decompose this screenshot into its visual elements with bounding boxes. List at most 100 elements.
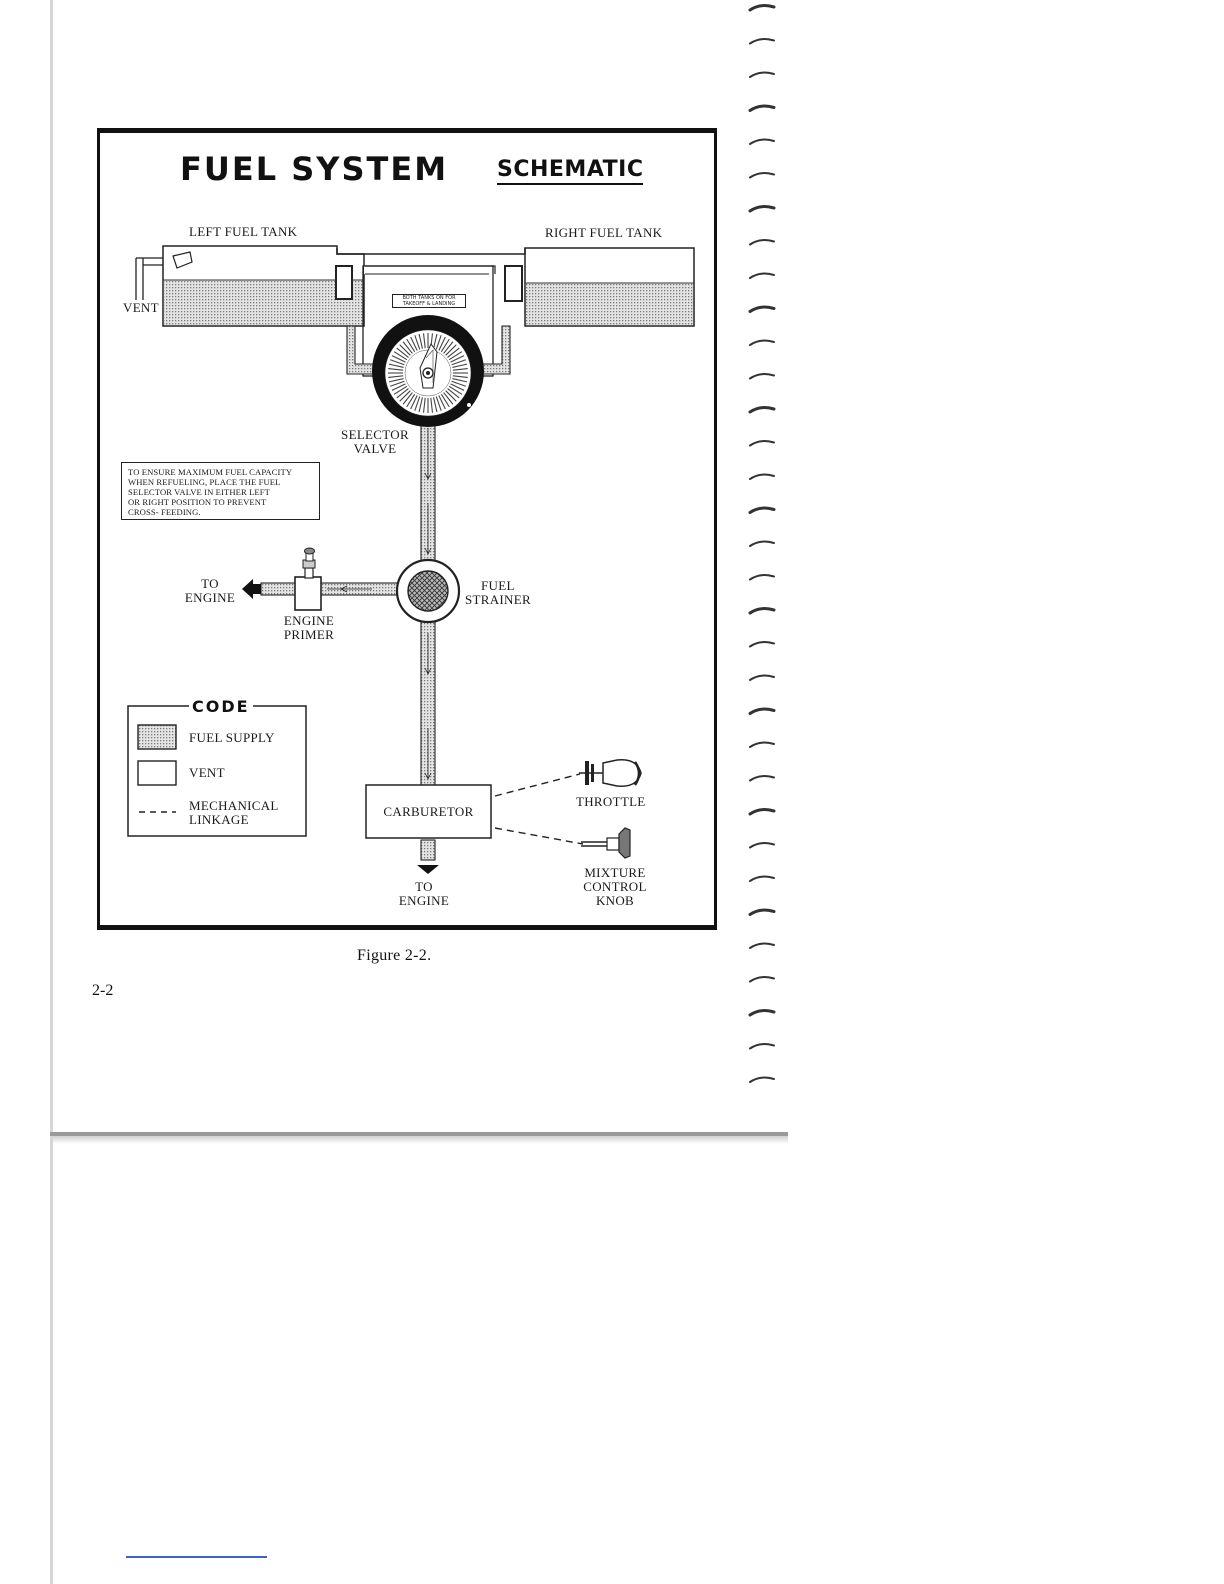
dial-tick	[443, 392, 454, 405]
mixture-knob-label-2: CONTROL	[583, 879, 647, 894]
binding-ring	[749, 138, 775, 145]
selector-valve-label-2: VALVE	[353, 441, 397, 456]
dial-tick	[402, 392, 413, 405]
binding-ring	[749, 674, 775, 681]
binding-ring	[749, 339, 775, 346]
fuel-strainer-label: FUEL STRAINER	[465, 579, 531, 607]
binding-ring	[748, 205, 776, 213]
dial-tick	[440, 338, 450, 353]
left-sump-box	[335, 265, 353, 300]
dial-tick	[402, 341, 413, 354]
vent-label: VENT	[123, 300, 159, 315]
dial-tick	[448, 385, 463, 395]
binding-ring	[749, 574, 775, 581]
left-tank-label: LEFT FUEL TANK	[189, 224, 298, 239]
dial-tick	[438, 395, 446, 410]
engine-primer	[294, 547, 322, 611]
spiral-binding	[748, 4, 776, 1083]
dial-tick	[422, 333, 426, 349]
binding-ring	[749, 1076, 775, 1083]
page-fold-shadow	[53, 1136, 788, 1144]
legend-linkage-label-1: MECHANICAL	[189, 798, 279, 813]
dial-tick	[388, 363, 404, 368]
mixture-knob-label: MIXTURE CONTROL KNOB	[575, 866, 655, 908]
dial-tick	[414, 396, 421, 411]
note-line-2: WHEN REFUELING, PLACE THE FUEL	[128, 477, 281, 487]
engine-primer-label-1: ENGINE	[283, 613, 335, 628]
to-engine-arrow-left-stem	[253, 584, 261, 594]
binding-ring	[749, 741, 775, 748]
dial-tick	[445, 390, 457, 402]
binding-ring	[749, 775, 775, 782]
dial-tick	[391, 355, 406, 363]
binding-ring	[748, 406, 776, 414]
binding-ring	[748, 1009, 776, 1017]
selector-valve-label: SELECTOR VALVE	[332, 428, 418, 456]
engine-primer-label: ENGINE PRIMER	[276, 614, 342, 642]
dial-tick	[418, 397, 423, 413]
vent-pipe	[135, 251, 193, 300]
legend-vent-label: VENT	[189, 765, 225, 780]
carburetor-label: CARBURETOR	[383, 804, 474, 819]
selector-valve	[372, 315, 484, 427]
code-legend	[127, 705, 307, 837]
dial-tick	[450, 355, 465, 363]
dial-tick	[388, 367, 404, 371]
binding-ring	[749, 942, 775, 949]
mechanical-linkage	[494, 773, 584, 845]
selector-valve-label-1: SELECTOR	[341, 427, 409, 442]
to-engine-left-label-1: TO	[201, 576, 219, 591]
mixture-knob-label-1: MIXTURE	[584, 865, 646, 880]
binding-ring	[748, 506, 776, 514]
binding-ring	[748, 607, 776, 615]
binding-ring	[749, 1043, 775, 1050]
dial-tick	[445, 344, 457, 356]
engine-primer-label-2: PRIMER	[283, 627, 335, 642]
dial-tick	[451, 359, 466, 366]
binding-ring	[749, 272, 775, 279]
primer-line	[260, 582, 402, 596]
to-engine-arrow-bottom	[417, 865, 439, 874]
carburetor-box	[365, 784, 492, 839]
legend-linkage-label-2: LINKAGE	[189, 812, 249, 827]
dial-tick	[393, 385, 408, 395]
selector-placard: BOTH TANKS ON FOR TAKEOFF & LANDING	[392, 294, 466, 308]
right-sump-box	[504, 265, 523, 302]
mixture-knob-label-3: KNOB	[595, 893, 635, 908]
fuel-system-diagram	[127, 245, 695, 874]
dial-tick	[390, 380, 405, 387]
code-legend-title: CODE	[189, 697, 253, 716]
dial-tick	[414, 335, 421, 350]
dial-tick	[406, 393, 416, 408]
dial-tick	[447, 388, 460, 399]
to-engine-bottom-label: TO ENGINE	[394, 880, 454, 908]
dial-tick	[438, 336, 446, 351]
dial-tick	[399, 344, 411, 356]
dial-tick	[448, 351, 463, 361]
dial-tick	[396, 347, 409, 358]
to-engine-arrow-left	[242, 579, 253, 599]
page-edge	[50, 0, 53, 1584]
dial-tick	[452, 375, 468, 379]
binding-ring	[749, 373, 775, 380]
note-line-5: CROSS- FEEDING.	[128, 507, 201, 517]
dial-tick	[435, 396, 442, 411]
legend-fuel-swatch	[137, 724, 177, 750]
refueling-note: TO ENSURE MAXIMUM FUEL CAPACITY WHEN REF…	[121, 462, 320, 520]
dial-tick	[390, 359, 405, 366]
right-fuel-tank	[524, 247, 695, 327]
dial-tick	[452, 367, 468, 371]
throttle	[579, 759, 642, 787]
right-tank-label: RIGHT FUEL TANK	[545, 225, 663, 240]
binding-ring	[749, 473, 775, 480]
dial-tick	[422, 397, 426, 413]
vent-crossover-line	[336, 248, 526, 275]
dial-tick	[430, 397, 434, 413]
binding-ring	[748, 808, 776, 816]
to-engine-bottom-label-2: ENGINE	[398, 893, 450, 908]
diagram-title: FUEL SYSTEM	[180, 150, 449, 188]
placard-line-1: BOTH TANKS ON FOR	[402, 295, 456, 301]
dial-tick	[440, 393, 450, 408]
binding-ring	[748, 908, 776, 916]
binding-ring	[749, 38, 775, 45]
